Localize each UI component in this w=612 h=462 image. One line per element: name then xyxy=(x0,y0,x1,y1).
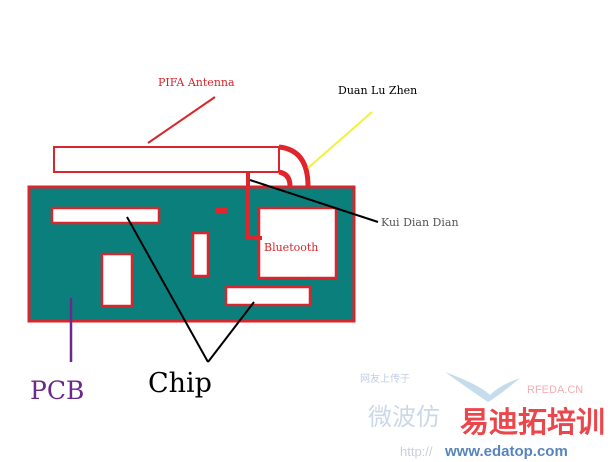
bird-logo xyxy=(445,372,520,402)
chip-label: Chip xyxy=(148,368,212,399)
kui-dian-dian-label: Kui Dian Dian xyxy=(381,216,459,229)
pcb-label: PCB xyxy=(30,376,84,405)
short-arc-inner xyxy=(278,169,293,187)
chip-leader-2 xyxy=(207,301,255,363)
bluetooth-label: Bluetooth xyxy=(264,241,318,254)
watermark-http: http:// xyxy=(400,444,433,459)
chip-3 xyxy=(100,252,134,308)
chip-leader-1 xyxy=(126,216,209,363)
bluetooth-module xyxy=(257,206,338,280)
chip-1 xyxy=(50,206,161,225)
pifa-antenna xyxy=(53,146,280,173)
chip-2 xyxy=(191,231,210,278)
watermark-url: www.edatop.com xyxy=(444,443,568,460)
watermark: 网友上传于 RFEDA.CN 微波仿 易迪拓培训 http:// www.eda… xyxy=(360,372,605,460)
feed-line xyxy=(246,172,262,240)
short-arc-outer xyxy=(278,144,311,187)
watermark-rfeda: RFEDA.CN xyxy=(527,384,583,396)
small-pad xyxy=(215,208,227,213)
watermark-top: 网友上传于 xyxy=(360,372,410,385)
duan-lu-zhen-label: Duan Lu Zhen xyxy=(338,84,417,97)
duan-lu-zhen-leader xyxy=(307,111,373,169)
kui-dian-dian-leader xyxy=(249,179,379,223)
pifa-label: PIFA Antenna xyxy=(158,76,235,89)
watermark-cn-left: 微波仿 xyxy=(368,404,440,431)
pifa-leader xyxy=(147,96,216,144)
watermark-brand: 易迪拓培训 xyxy=(460,405,605,439)
chip-4 xyxy=(224,285,312,307)
